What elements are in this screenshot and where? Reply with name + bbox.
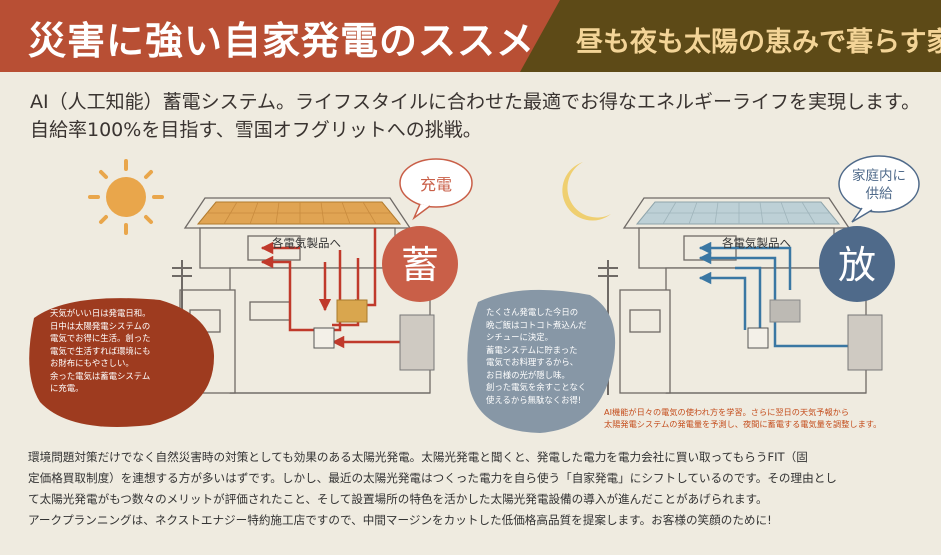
day-caption-line: に充電。: [50, 383, 84, 393]
night-house: [619, 197, 867, 394]
header-red-band: [0, 0, 560, 72]
night-inverter: [769, 299, 801, 323]
day-caption-line: 電気でお得に生活。創った: [50, 333, 151, 343]
night-supply-label-1: 家庭内に: [852, 167, 906, 184]
ai-note: AI機能が日々の電気の使われ方を学習。さらに翌日の天気予報から 太陽発電システム…: [604, 406, 881, 430]
body-line: て太陽光発電がもつ数々のメリットが評価されたこと、そして設置場所の特色を活かした…: [28, 492, 768, 506]
intro-line-2: 自給率100%を目指す、雪国オフグリットへの挑戦。: [30, 119, 482, 141]
illustration-scene: 各電気製品へ 充電 蓄: [29, 155, 920, 433]
body-line: 定価格買取制度）を連想する方が多いはずです。しかし、最近の太陽光発電はつくった電…: [28, 471, 837, 485]
night-supply-bubble: 家庭内に 供給: [838, 155, 920, 223]
header-brown-band: [520, 0, 941, 72]
body-line: 環境問題対策だけでなく自然災害時の対策としても効果のある太陽光発電。太陽光発電と…: [28, 450, 808, 464]
discharge-circle: 放: [819, 226, 895, 302]
intro-text: AI（人工知能）蓄電システム。ライフスタイルに合わせた最適でお得なエネルギーライ…: [30, 88, 920, 144]
body-text: 環境問題対策だけでなく自然災害時の対策としても効果のある太陽光発電。太陽光発電と…: [28, 447, 837, 531]
night-caption-blob: [467, 289, 616, 433]
day-charge-label: 充電: [420, 175, 452, 194]
night-breaker: [747, 327, 769, 349]
day-inverter: [336, 299, 368, 323]
night-caption-line: 晩ご飯はコトコト煮込んだ: [486, 319, 587, 330]
night-caption-line: 蓄電システムに貯まった: [486, 344, 578, 355]
day-caption-blob: [29, 298, 215, 427]
day-charge-bubble: 充電: [399, 158, 473, 221]
charge-circle: 蓄: [382, 226, 458, 302]
night-solar-panel: [635, 201, 841, 225]
day-caption-line: 電気で生活すれば環境にも: [50, 345, 151, 356]
night-appliance-label: 各電気製品へ: [722, 236, 791, 250]
day-house: [179, 197, 431, 394]
day-caption: 天気がいい日は発電日和。 日中は太陽発電システムの 電気でお得に生活。創った 電…: [50, 307, 151, 395]
intro-line-1: AI（人工知能）蓄電システム。ライフスタイルに合わせた最適でお得なエネルギーライ…: [30, 91, 921, 113]
day-breaker: [313, 327, 335, 349]
day-battery: [399, 314, 435, 371]
night-caption-line: 電気でお料理するから、: [486, 357, 579, 367]
day-solar-panel: [196, 201, 402, 225]
body-line: アークプランニングは、ネクストエナジー特約施工店ですので、中間マージンをカットし…: [28, 513, 772, 527]
discharge-char: 放: [838, 243, 876, 287]
day-appliance-label: 各電気製品へ: [272, 236, 341, 250]
moon-icon: [562, 162, 611, 221]
night-caption-line: シチューに決定。: [486, 332, 553, 342]
night-caption-line: 創った電気を余すことなく: [486, 382, 587, 392]
night-battery: [847, 314, 883, 371]
page-title: 災害に強い自家発電のススメ: [28, 19, 536, 63]
charge-char: 蓄: [401, 243, 439, 287]
night-caption-line: 使えるから無駄なくお得!: [486, 394, 582, 405]
ai-note-line-1: AI機能が日々の電気の使われ方を学習。さらに翌日の天気予報から: [604, 407, 850, 417]
day-caption-line: 天気がいい日は発電日和。: [50, 308, 151, 318]
ai-note-line-2: 太陽発電システムの発電量を予測し、夜間に蓄電する電気量を調整します。: [604, 419, 882, 429]
sun-icon: [88, 159, 164, 235]
day-caption-line: 日中は太陽発電システムの: [50, 320, 151, 331]
night-caption-line: お日様の光が隠し味。: [486, 369, 570, 380]
night-caption: たくさん発電した今日の 晩ご飯はコトコト煮込んだ シチューに決定。 蓄電システム…: [486, 306, 587, 406]
night-supply-label-2: 供給: [866, 186, 894, 202]
day-caption-line: お財布にもやさしい。: [50, 358, 134, 368]
page-subtitle: 昼も夜も太陽の恵みで暮らす家: [576, 27, 941, 58]
day-caption-line: 余った電気は蓄電システム: [50, 370, 151, 381]
night-caption-line: たくさん発電した今日の: [486, 307, 579, 317]
